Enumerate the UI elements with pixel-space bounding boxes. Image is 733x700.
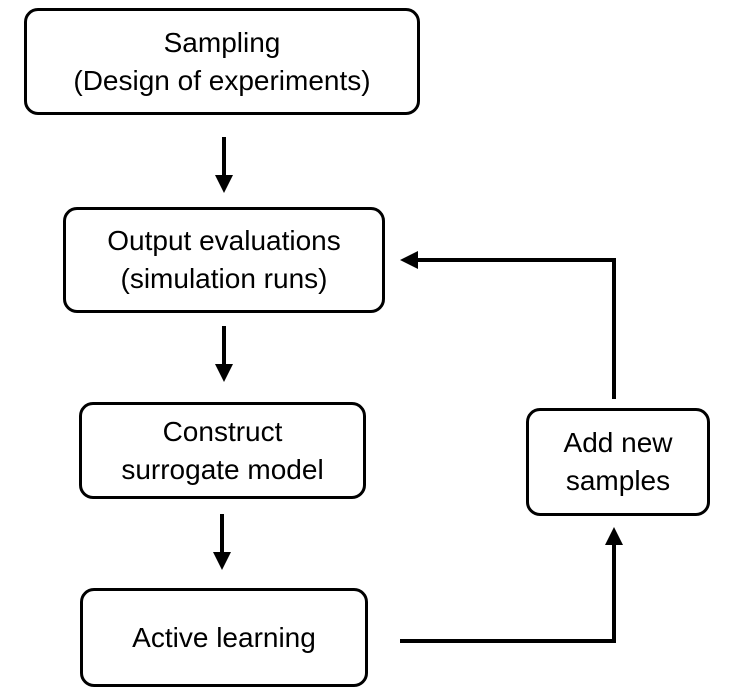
node-add-new-samples: Add new samples xyxy=(526,408,710,516)
node-sampling: Sampling (Design of experiments) xyxy=(24,8,420,115)
node-sampling-line2: (Design of experiments) xyxy=(73,64,371,96)
arrow-output-to-surrogate xyxy=(215,326,233,382)
arrow-surrogate-to-active xyxy=(213,514,231,570)
arrow-sampling-to-output xyxy=(215,137,233,193)
node-construct-surrogate: Construct surrogate model xyxy=(79,402,366,499)
node-surrogate-line1: Construct xyxy=(162,415,283,447)
node-addnew-line2: samples xyxy=(565,465,671,496)
node-output-line1: Output evaluations xyxy=(107,225,341,256)
arrow-addnew-to-output xyxy=(400,251,616,399)
node-output-evaluations: Output evaluations (simulation runs) xyxy=(63,207,385,313)
node-surrogate-line2: surrogate model xyxy=(121,453,324,485)
node-addnew-line1: Add new xyxy=(563,427,673,458)
node-sampling-line1: Sampling xyxy=(163,26,281,58)
node-active-line1: Active learning xyxy=(132,621,316,653)
node-output-line2: (simulation runs) xyxy=(120,263,328,294)
node-active-learning: Active learning xyxy=(80,588,368,687)
arrow-active-to-addnew xyxy=(400,527,623,643)
